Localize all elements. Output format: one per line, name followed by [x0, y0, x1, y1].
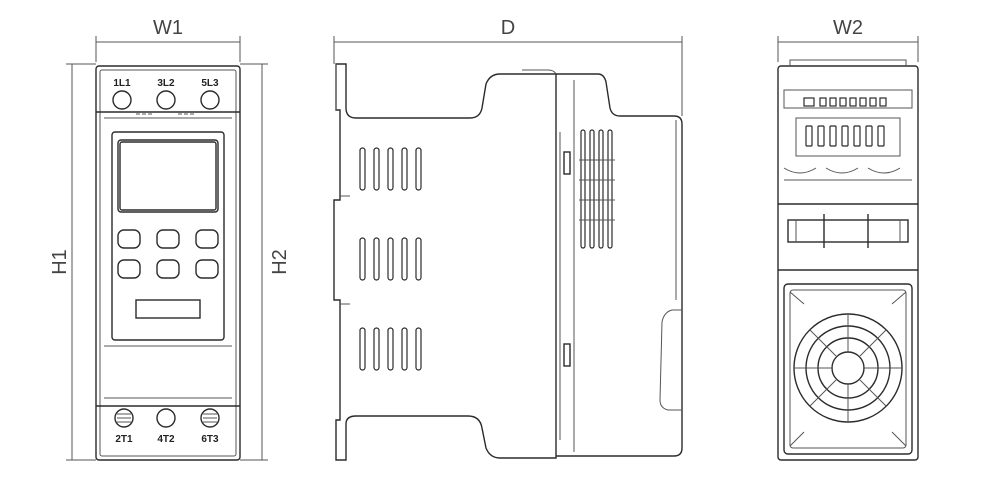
terminal-label-6t3: 6T3 [201, 434, 219, 445]
side-view: D [333, 17, 683, 461]
side-housing [333, 63, 557, 461]
side-vents-right [579, 129, 615, 249]
top-view: W2 [777, 17, 919, 461]
fan-hub [831, 351, 865, 385]
terminal-screw-3l2 [156, 90, 176, 110]
keypad-panel [111, 131, 225, 341]
dim-label-w2: W2 [833, 17, 863, 39]
display-screen [117, 139, 219, 213]
terminal-screw-2t1 [114, 408, 134, 428]
top-housing [777, 65, 919, 461]
terminal-screw-5l3 [200, 90, 220, 110]
keypad-key [117, 259, 141, 279]
busbar-clip [787, 219, 909, 243]
front-view: W1 H1 H2 1L1 3L2 5L3 [49, 17, 291, 461]
dim-label-d: D [501, 17, 515, 39]
keypad-key [195, 259, 219, 279]
terminal-label-3l2: 3L2 [157, 78, 175, 89]
fan-grille [783, 283, 913, 455]
side-vents-left [359, 147, 422, 371]
label-window [135, 299, 201, 319]
terminal-label-5l3: 5L3 [201, 78, 219, 89]
keypad-key [156, 259, 180, 279]
terminal-label-1l1: 1L1 [113, 78, 131, 89]
terminal-screw-4t2 [156, 408, 176, 428]
front-housing [95, 65, 241, 461]
keypad-key [156, 229, 180, 249]
terminal-strip [803, 97, 887, 107]
terminal-label-2t1: 2T1 [115, 434, 133, 445]
terminal-label-4t2: 4T2 [157, 434, 175, 445]
keypad-key [195, 229, 219, 249]
dim-label-w1: W1 [153, 17, 183, 39]
dim-label-h2: H2 [269, 249, 291, 275]
keypad-key [117, 229, 141, 249]
terminal-screw-6t3 [200, 408, 220, 428]
terminal-screw-1l1 [112, 90, 132, 110]
front-cover-profile [556, 73, 683, 457]
dim-label-h1: H1 [49, 249, 71, 275]
connector-pins [805, 125, 885, 147]
